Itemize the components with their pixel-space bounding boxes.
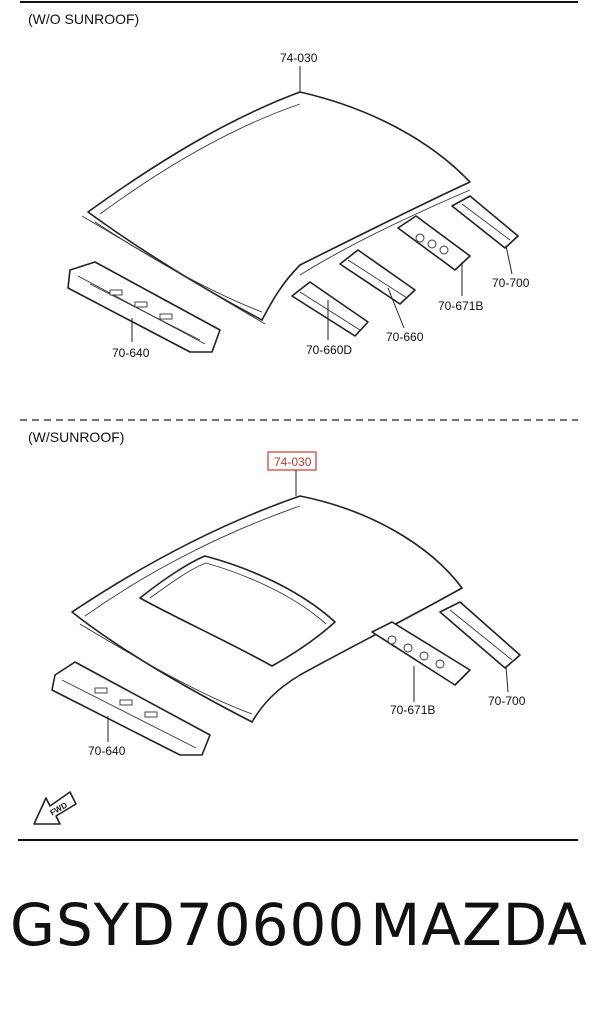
roof-panel-no-sunroof [81,91,471,325]
roof-bow-671b-with-sunroof [371,621,471,686]
label-roof-with-sunroof: 74-030 [274,455,312,469]
front-header-panel-with-sunroof [51,661,211,756]
part-number: GSYD70600 [10,891,366,959]
section-title-with-sunroof: (W/SUNROOF) [28,429,124,445]
leader-rear-rail-with-sunroof [505,665,509,693]
label-bow-660d: 70-660D [306,343,352,357]
label-rear-rail-no-sunroof: 70-700 [492,276,530,290]
brand-name: MAZDA [370,891,588,959]
front-header-panel-no-sunroof [67,261,221,353]
label-bow-671b-with-sunroof: 70-671B [390,703,435,717]
label-roof-no-sunroof: 74-030 [280,51,318,65]
parts-diagram: (W/O SUNROOF) 74-030 [18,1,578,841]
label-bow-660: 70-660 [386,330,424,344]
rear-rail-with-sunroof [439,601,521,669]
sunroof-opening [139,555,336,667]
leader-rear-rail-no-sunroof [505,245,513,275]
roof-panel-with-sunroof [71,495,463,723]
leader-bow-660 [387,287,405,329]
rear-rail-no-sunroof [451,195,519,249]
fwd-arrow-icon: FWD [33,791,77,825]
roof-bow-660d [291,281,369,337]
label-front-header-with-sunroof: 70-640 [88,744,126,758]
section-title-without-sunroof: (W/O SUNROOF) [28,11,139,27]
roof-bow-671b [397,215,471,271]
label-bow-671b-no-sunroof: 70-671B [438,299,483,313]
highlight-box-roof [267,451,317,471]
roof-bow-660 [339,249,416,305]
label-rear-rail-with-sunroof: 70-700 [488,694,526,708]
footer: GSYD70600 MAZDA [0,880,600,990]
label-front-header-no-sunroof: 70-640 [112,346,150,360]
